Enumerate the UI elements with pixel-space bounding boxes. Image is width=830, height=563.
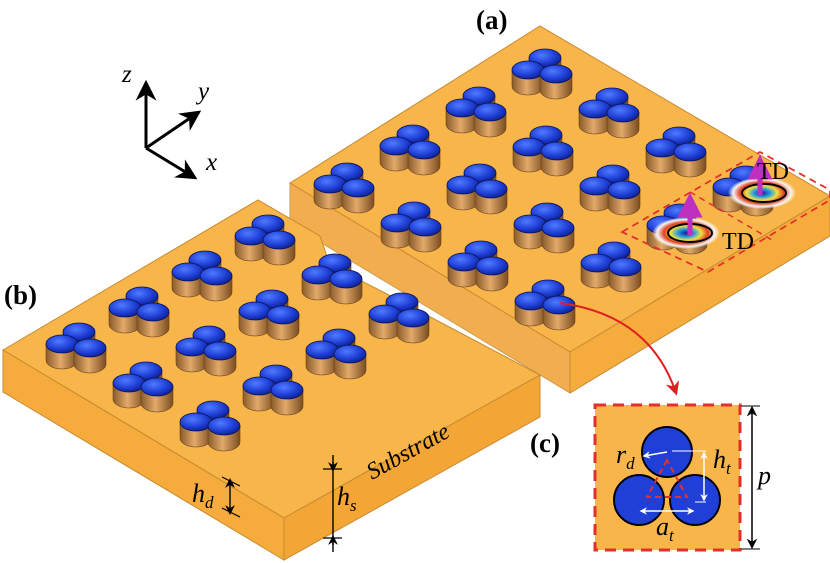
nanodisk-cylinder — [329, 269, 363, 305]
nanodisk-cylinder — [313, 174, 347, 210]
nanodisk-cylinder — [447, 252, 481, 288]
nanodisk-cylinder — [203, 341, 237, 377]
nanodisk-cylinder — [580, 253, 614, 289]
nanodisk-cylinder — [541, 218, 575, 254]
nanodisk-cylinder — [513, 214, 547, 250]
hs-sub: s — [350, 496, 357, 515]
nanodisk-cylinder — [379, 136, 413, 172]
rd-sub: d — [626, 454, 635, 473]
highlight-box — [620, 150, 830, 274]
nanodisk-cylinder — [579, 176, 613, 212]
highlighted-cells — [620, 150, 830, 274]
nanodisk-cylinder — [73, 338, 107, 374]
axis-y-label: y — [195, 78, 210, 105]
nanodisk-cylinder — [333, 344, 367, 380]
nanodisk-cylinder — [540, 141, 574, 177]
nanodisk-cylinder — [242, 376, 276, 412]
nanodisk-cylinder — [179, 412, 213, 448]
nanodisk-cylinder — [607, 180, 641, 216]
nanodisk-cylinder — [266, 305, 300, 341]
td-label-top: TD — [757, 159, 789, 185]
substrate-slab-b — [2, 199, 542, 561]
nanodisk-cylinder — [175, 337, 209, 373]
nanodisk-cylinder — [407, 140, 441, 176]
period-label: p — [756, 461, 771, 490]
nanodisk-cylinder — [539, 64, 573, 100]
ht-sub: t — [726, 459, 732, 478]
at-sub: t — [669, 526, 675, 545]
svg-text:hs: hs — [337, 482, 357, 515]
nanodisk-cylinder — [474, 179, 508, 215]
nanodisk-cylinder — [542, 295, 576, 331]
nanodisk-cylinder — [578, 99, 612, 135]
ht-main: h — [713, 445, 726, 474]
rd-main: r — [616, 440, 627, 469]
coordinate-axes: z y x — [121, 61, 217, 180]
nanodisk-cylinder — [140, 377, 174, 413]
nanodisk-cylinder — [606, 103, 640, 139]
slab-a-side — [289, 182, 571, 394]
nanodisk-cylinder — [301, 265, 335, 301]
nanodisk-cylinder — [234, 226, 268, 262]
nanodisk-cylinder — [511, 60, 545, 96]
highlight-divider — [689, 191, 773, 241]
axis-y-arrow — [145, 110, 202, 150]
svg-text:rd: rd — [616, 440, 635, 473]
field-map-1 — [652, 217, 720, 249]
nanodisk-cylinder — [270, 380, 304, 416]
cylinder-array-a — [313, 48, 774, 331]
svg-text:at: at — [656, 512, 675, 545]
panel-label-c: (c) — [530, 428, 560, 458]
nanodisk-cylinder — [45, 334, 79, 370]
nanodisk-cylinder — [673, 142, 707, 178]
nanodisk-cylinder — [207, 416, 241, 452]
axis-z-label: z — [121, 61, 132, 88]
nanodisk-cylinder — [341, 178, 375, 214]
nanodisk-cylinder — [645, 138, 679, 174]
nanodisk-cylinder — [408, 217, 442, 253]
triangle-guide — [645, 457, 689, 498]
nanodisk-cylinder — [262, 230, 296, 266]
nanodisk-cylinder — [380, 213, 414, 249]
nanodisk-cylinder — [238, 301, 272, 337]
nanodisk-cylinder — [171, 262, 205, 298]
nanodisk-cylinder — [136, 302, 170, 338]
hd-dimension: hd — [192, 476, 241, 518]
nanodisk-cylinder — [475, 256, 509, 292]
svg-text:ht: ht — [713, 445, 732, 478]
nanodisk-cylinder — [608, 257, 642, 293]
nanodisk-cylinder — [368, 304, 402, 340]
hs-dimension: hs — [323, 455, 357, 552]
nanodisk-cylinder — [473, 102, 507, 138]
unit-cell-inset: rd ht at p — [593, 403, 771, 552]
substrate-slab-a — [289, 25, 830, 394]
toroidal-loop-2 — [741, 183, 787, 203]
nanodisk-cylinder — [512, 137, 546, 173]
slab-b-right — [283, 374, 541, 561]
nanodisk-cylinder — [445, 98, 479, 134]
axis-x-arrow — [145, 146, 198, 180]
nanodisk-cylinder — [396, 308, 430, 344]
hs-main: h — [337, 482, 350, 511]
hd-main: h — [192, 479, 205, 508]
cylinder-array-b — [45, 214, 430, 452]
nanodisk-cylinder — [199, 266, 233, 302]
nanodisk-cylinder — [112, 373, 146, 409]
axis-x-label: x — [205, 149, 217, 176]
nanodisk-cylinder — [514, 291, 548, 327]
nanodisk-cylinder — [446, 175, 480, 211]
panel-label-b: (b) — [4, 280, 37, 310]
nanodisk-cylinder — [305, 340, 339, 376]
svg-text:hd: hd — [192, 479, 214, 512]
disk-bottom-right — [669, 474, 721, 526]
td-label-bottom: TD — [722, 229, 754, 255]
at-main: a — [656, 512, 669, 541]
inset-pointer-arrow — [559, 302, 680, 396]
nanodisk-cylinder — [108, 298, 142, 334]
hd-sub: d — [205, 493, 214, 512]
panel-label-a: (a) — [476, 5, 507, 35]
